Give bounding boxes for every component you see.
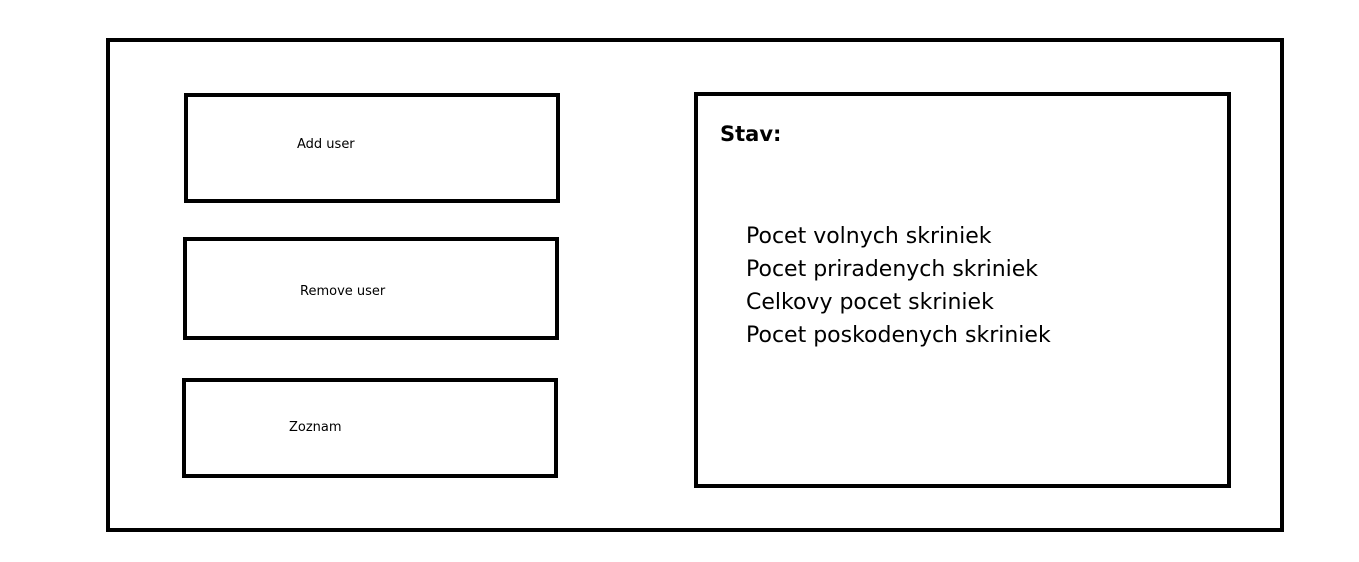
status-title: Stav: [720, 122, 782, 146]
status-item-free-lockers: Pocet volnych skriniek [746, 224, 992, 249]
add-user-button[interactable]: Add user [184, 93, 560, 203]
status-item-damaged-lockers: Pocet poskodenych skriniek [746, 323, 1051, 348]
status-item-assigned-lockers: Pocet priradenych skriniek [746, 257, 1039, 282]
add-user-button-label: Add user [297, 137, 355, 152]
remove-user-button[interactable]: Remove user [183, 237, 559, 340]
status-list: Pocet volnych skriniek Pocet priradenych… [746, 220, 1051, 352]
list-button-label: Zoznam [289, 420, 342, 435]
list-button[interactable]: Zoznam [182, 378, 558, 478]
status-panel: Stav: Pocet volnych skriniek Pocet prira… [694, 92, 1231, 488]
status-item-total-lockers: Celkovy pocet skriniek [746, 290, 994, 315]
main-window-frame [106, 38, 1284, 532]
remove-user-button-label: Remove user [300, 284, 386, 299]
